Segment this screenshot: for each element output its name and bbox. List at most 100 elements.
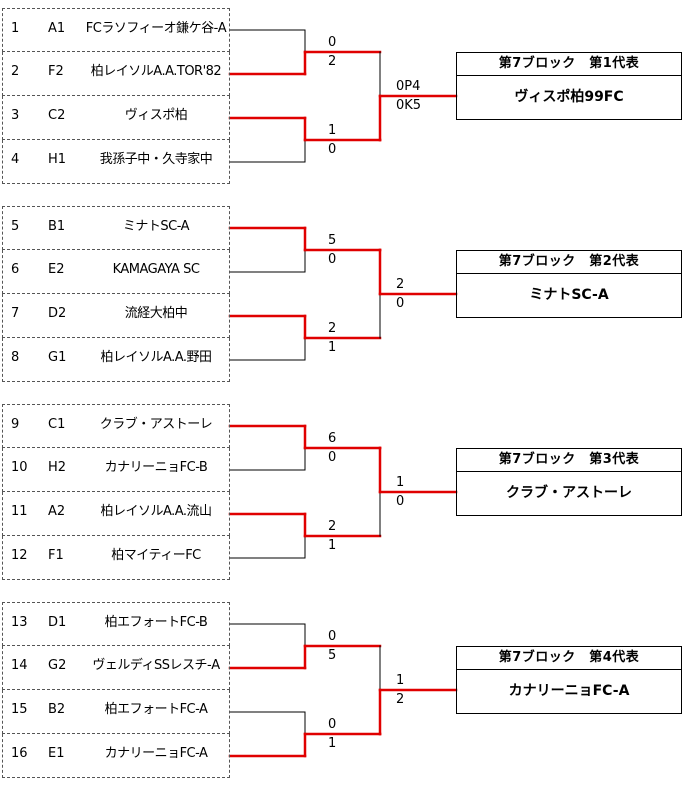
team-seed: E2 bbox=[48, 262, 65, 277]
team-name: 柏エフォートFC-B bbox=[104, 615, 208, 630]
team-number: 1 bbox=[11, 21, 20, 36]
team-row: 7 D2 流経大柏中 bbox=[2, 294, 230, 338]
team-row: 16 E1 カナリーニョFC-A bbox=[2, 734, 230, 778]
score-label: 0 bbox=[328, 629, 337, 644]
team-row: 13 D1 柏エフォートFC-B bbox=[2, 602, 230, 646]
team-number: 8 bbox=[11, 350, 20, 365]
team-number: 12 bbox=[11, 548, 28, 563]
score-label: 0 bbox=[328, 450, 337, 465]
team-seed: G2 bbox=[48, 658, 67, 673]
team-number: 10 bbox=[11, 460, 28, 475]
team-number: 16 bbox=[11, 746, 28, 761]
score-label: 2 bbox=[328, 321, 337, 336]
team-name: 柏マイティーFC bbox=[111, 548, 201, 563]
team-row: 2 F2 柏レイソルA.A.TOR'82 bbox=[2, 52, 230, 96]
team-name: ヴェルディSSレスチ-A bbox=[92, 658, 220, 673]
team-row: 14 G2 ヴェルディSSレスチ-A bbox=[2, 646, 230, 690]
representative-winner: ミナトSC-A bbox=[529, 287, 609, 303]
team-row: 11 A2 柏レイソルA.A.流山 bbox=[2, 492, 230, 536]
team-name: 柏レイソルA.A.野田 bbox=[100, 350, 212, 365]
team-row: 15 B2 柏エフォートFC-A bbox=[2, 690, 230, 734]
team-number: 5 bbox=[11, 219, 20, 234]
score-label: 0 bbox=[328, 252, 337, 267]
team-name: クラブ・アストーレ bbox=[99, 417, 213, 432]
team-row: 9 C1 クラブ・アストーレ bbox=[2, 404, 230, 448]
team-name: 柏レイソルA.A.TOR'82 bbox=[90, 64, 222, 79]
team-number: 9 bbox=[11, 417, 20, 432]
team-number: 2 bbox=[11, 64, 20, 79]
team-seed: D1 bbox=[48, 615, 67, 630]
team-seed: C2 bbox=[48, 108, 66, 123]
team-seed: B2 bbox=[48, 702, 66, 717]
team-number: 14 bbox=[11, 658, 28, 673]
team-seed: F1 bbox=[48, 548, 64, 563]
team-number: 4 bbox=[11, 152, 20, 167]
team-row: 10 H2 カナリーニョFC-B bbox=[2, 448, 230, 492]
representative-box: 第7ブロック 第3代表クラブ・アストーレ bbox=[456, 448, 682, 516]
team-row: 3 C2 ヴィスポ柏 bbox=[2, 96, 230, 140]
score-label: 0 bbox=[328, 717, 337, 732]
team-seed: H1 bbox=[48, 152, 67, 167]
team-name: カナリーニョFC-A bbox=[104, 746, 208, 761]
score-label: 0P4 bbox=[396, 79, 421, 94]
score-label: 1 bbox=[328, 736, 337, 751]
team-seed: D2 bbox=[48, 306, 67, 321]
team-row: 5 B1 ミナトSC-A bbox=[2, 206, 230, 250]
score-label: 0 bbox=[396, 494, 405, 509]
score-label: 6 bbox=[328, 431, 337, 446]
representative-box: 第7ブロック 第4代表カナリーニョFC-A bbox=[456, 646, 682, 714]
team-name: KAMAGAYA SC bbox=[112, 262, 200, 277]
team-row: 12 F1 柏マイティーFC bbox=[2, 536, 230, 580]
representative-winner: カナリーニョFC-A bbox=[508, 683, 630, 699]
team-number: 11 bbox=[11, 504, 28, 519]
representative-winner: ヴィスポ柏99FC bbox=[514, 89, 624, 105]
team-row: 6 E2 KAMAGAYA SC bbox=[2, 250, 230, 294]
score-label: 2 bbox=[396, 692, 405, 707]
score-label: 1 bbox=[328, 340, 337, 355]
representative-box: 第7ブロック 第1代表ヴィスポ柏99FC bbox=[456, 52, 682, 120]
team-number: 3 bbox=[11, 108, 20, 123]
team-number: 7 bbox=[11, 306, 20, 321]
team-name: ヴィスポ柏 bbox=[124, 108, 188, 123]
score-label: 1 bbox=[328, 538, 337, 553]
team-seed: B1 bbox=[48, 219, 66, 234]
team-seed: E1 bbox=[48, 746, 65, 761]
score-label: 5 bbox=[328, 648, 337, 663]
team-name: 柏レイソルA.A.流山 bbox=[100, 504, 212, 519]
team-number: 6 bbox=[11, 262, 20, 277]
team-name: 我孫子中・久寺家中 bbox=[99, 152, 213, 167]
representative-box: 第7ブロック 第2代表ミナトSC-A bbox=[456, 250, 682, 318]
score-label: 1 bbox=[396, 475, 405, 490]
score-label: 1 bbox=[328, 123, 337, 138]
representative-winner: クラブ・アストーレ bbox=[506, 485, 632, 501]
score-label: 2 bbox=[328, 519, 337, 534]
team-number: 15 bbox=[11, 702, 28, 717]
score-label: 1 bbox=[396, 673, 405, 688]
score-label: 2 bbox=[328, 54, 337, 69]
team-row: 4 H1 我孫子中・久寺家中 bbox=[2, 140, 230, 184]
team-name: 流経大柏中 bbox=[124, 306, 188, 321]
score-label: 0 bbox=[328, 35, 337, 50]
representative-title: 第7ブロック 第1代表 bbox=[457, 53, 681, 76]
team-name: FCラソフィーオ鎌ケ谷-A bbox=[85, 21, 227, 36]
team-seed: H2 bbox=[48, 460, 67, 475]
team-number: 13 bbox=[11, 615, 28, 630]
team-seed: C1 bbox=[48, 417, 66, 432]
team-seed: A2 bbox=[48, 504, 66, 519]
team-seed: F2 bbox=[48, 64, 64, 79]
representative-title: 第7ブロック 第4代表 bbox=[457, 647, 681, 670]
representative-title: 第7ブロック 第3代表 bbox=[457, 449, 681, 472]
score-label: 0K5 bbox=[396, 98, 422, 113]
representative-title: 第7ブロック 第2代表 bbox=[457, 251, 681, 274]
score-label: 2 bbox=[396, 277, 405, 292]
team-row: 1 A1 FCラソフィーオ鎌ケ谷-A bbox=[2, 8, 230, 52]
team-seed: G1 bbox=[48, 350, 67, 365]
team-name: 柏エフォートFC-A bbox=[104, 702, 208, 717]
team-row: 8 G1 柏レイソルA.A.野田 bbox=[2, 338, 230, 382]
team-seed: A1 bbox=[48, 21, 66, 36]
team-name: カナリーニョFC-B bbox=[104, 460, 208, 475]
score-label: 0 bbox=[396, 296, 405, 311]
team-name: ミナトSC-A bbox=[122, 219, 190, 234]
score-label: 5 bbox=[328, 233, 337, 248]
